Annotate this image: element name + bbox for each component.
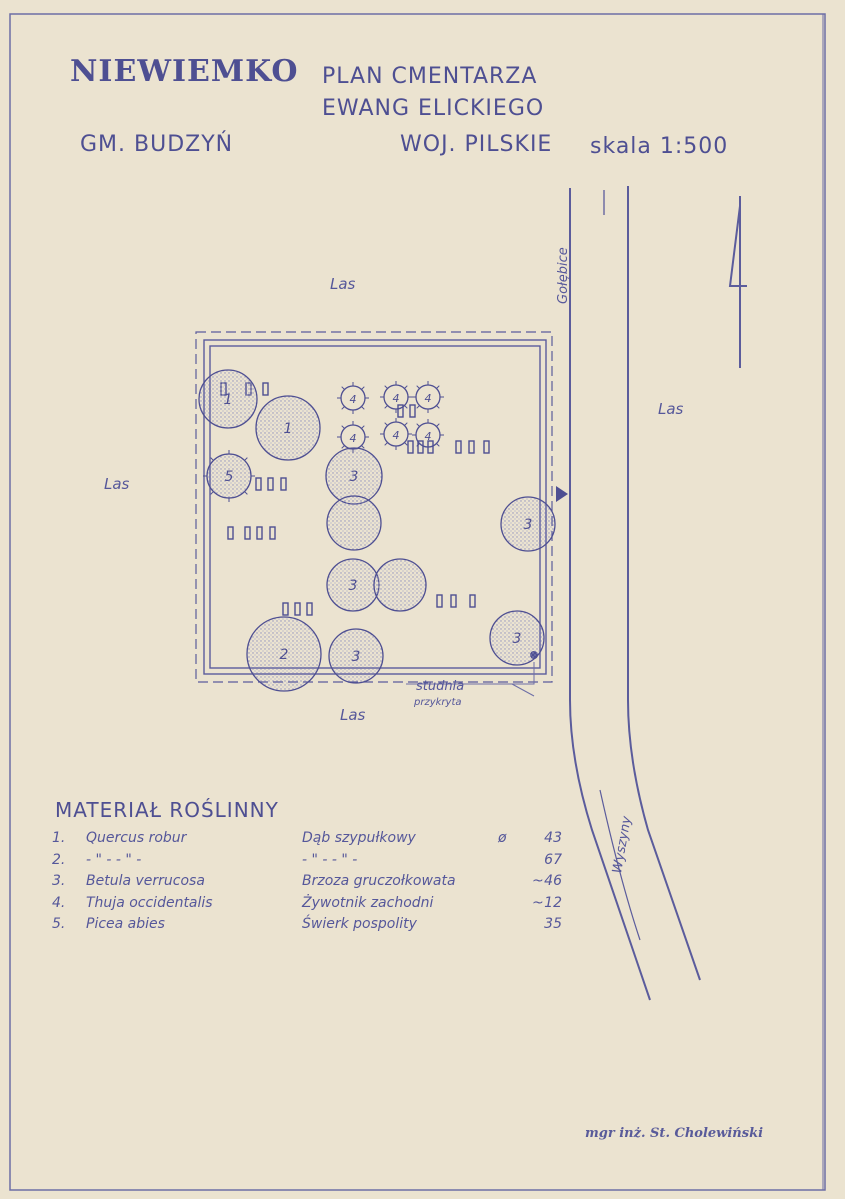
author-stamp: mgr inż. St. Cholewiński xyxy=(585,1126,764,1141)
entrance-arrow-icon xyxy=(556,486,568,502)
deciduous-tree-icon: 2 xyxy=(246,616,322,692)
forest-label-right: Las xyxy=(658,400,684,418)
tree-number-label: 3 xyxy=(524,517,533,533)
legend-polish: - " - - " - xyxy=(302,851,358,868)
deciduous-tree-icon: 3 xyxy=(500,496,556,552)
tree-number-label: 4 xyxy=(350,393,357,406)
tree-number-label: 3 xyxy=(350,469,359,485)
legend-polish: Dąb szypułkowy xyxy=(302,830,416,846)
legend-polish: Żywotnik zachodni xyxy=(302,894,434,911)
conifer-tree-icon: 4 xyxy=(380,418,412,450)
legend-latin: Quercus robur xyxy=(86,830,187,846)
conifer-tree-icon: 4 xyxy=(412,381,444,413)
tree-number-label: 4 xyxy=(425,392,432,405)
gmina-label: GM. BUDZYŃ xyxy=(80,132,234,157)
conifer-tree-icon: 4 xyxy=(380,381,412,413)
deciduous-tree-icon: 3 xyxy=(326,558,380,612)
legend-no: 2. xyxy=(52,851,66,868)
legend-value: 46 xyxy=(544,873,562,889)
forest-label-bottom: Las xyxy=(340,706,366,724)
conifer-tree-icon: 4 xyxy=(337,382,369,414)
voivodeship-label: WOJ. PILSKIE xyxy=(400,132,553,157)
legend-sym: ø xyxy=(498,830,507,846)
tree-number-label: 3 xyxy=(349,578,358,594)
north-arrow-icon xyxy=(728,196,747,368)
sheet-border xyxy=(9,13,826,1191)
legend-latin: Betula verrucosa xyxy=(86,873,205,889)
place-name: NIEWIEMKO xyxy=(70,54,299,89)
plan-title-line2: EWANG ELICKIEGO xyxy=(322,96,545,121)
well-label-line2: przykryta xyxy=(414,697,462,708)
legend-value: 43 xyxy=(544,830,562,846)
road xyxy=(569,186,701,1001)
plan-title-line1: PLAN CMENTARZA xyxy=(322,64,538,89)
road-label-golebice: Gołębice xyxy=(556,247,571,304)
tree-number-label: 1 xyxy=(284,421,293,437)
legend-sym: ~ xyxy=(532,894,544,911)
deciduous-tree-icon: 3 xyxy=(328,628,384,684)
deciduous-tree-icon xyxy=(326,495,382,551)
tree-number-label: 4 xyxy=(393,392,400,405)
tree-number-label: 5 xyxy=(225,469,234,485)
legend-latin: Thuja occidentalis xyxy=(86,894,213,911)
scale-label: skala 1:500 xyxy=(590,134,729,159)
legend-value: 35 xyxy=(544,916,562,932)
forest-label-left: Las xyxy=(104,475,130,493)
tree-number-label: 4 xyxy=(393,429,400,442)
legend-no: 3. xyxy=(52,873,66,889)
legend-value: 12 xyxy=(544,894,562,911)
legend-polish: Świerk pospolity xyxy=(302,916,417,932)
legend-polish: Brzoza gruczołkowata xyxy=(302,873,456,889)
deciduous-tree-icon: 1 xyxy=(198,369,258,429)
deciduous-tree-icon: 3 xyxy=(489,610,545,666)
well-label-line1: studnia xyxy=(416,679,465,694)
legend-no: 4. xyxy=(52,894,66,911)
conifer-tree-icon: 4 xyxy=(412,419,444,451)
tree-number-label: 4 xyxy=(425,430,432,443)
legend-latin: - " - - " - xyxy=(86,851,142,868)
deciduous-tree-icon xyxy=(373,558,427,612)
legend-value: 67 xyxy=(544,851,562,868)
conifer-tree-icon: 5 xyxy=(203,450,255,502)
legend-no: 5. xyxy=(52,916,66,932)
legend-sym: ~ xyxy=(532,873,544,889)
conifer-tree-icon: 4 xyxy=(337,421,369,453)
legend-latin: Picea abies xyxy=(86,916,165,932)
legend-no: 1. xyxy=(52,830,66,846)
deciduous-tree-icon: 1 xyxy=(255,395,321,461)
forest-label-top: Las xyxy=(330,275,356,293)
tree-number-label: 1 xyxy=(224,392,233,408)
tree-number-label: 2 xyxy=(280,647,289,663)
legend-title: MATERIAŁ ROŚLINNY xyxy=(55,798,279,822)
tree-number-label: 4 xyxy=(350,432,357,445)
trees-layer: 1 1 5 3 3 2 3 3 3 4 4 4 4 4 4 xyxy=(198,369,556,692)
tree-number-label: 3 xyxy=(513,631,522,647)
tree-number-label: 3 xyxy=(352,649,361,665)
